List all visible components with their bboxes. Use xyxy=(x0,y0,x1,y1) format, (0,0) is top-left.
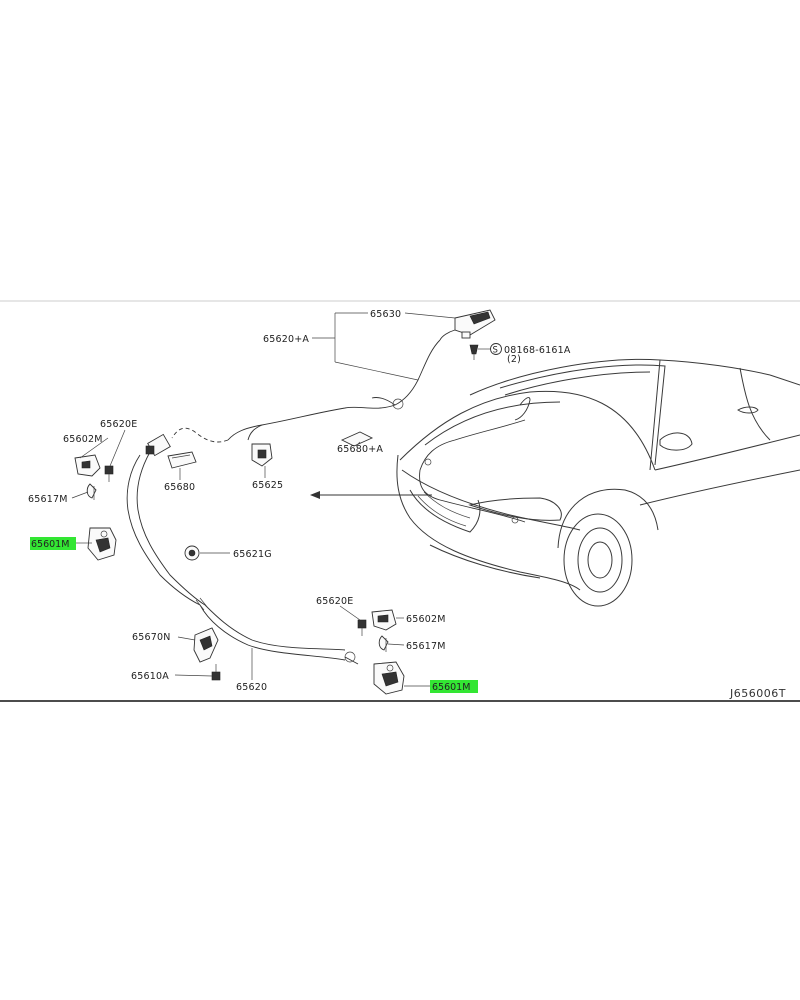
part-65625-clip xyxy=(251,443,273,467)
part-65601M-right xyxy=(373,661,405,695)
label-65617M-left: 65617M xyxy=(28,494,68,505)
part-65630-opener xyxy=(454,309,496,339)
part-65680A-pad xyxy=(340,431,374,447)
label-65680A: 65680+A xyxy=(337,444,383,455)
label-65620: 65620 xyxy=(236,682,267,693)
highlight-65601M-right xyxy=(430,680,478,693)
part-65617M-right xyxy=(378,635,389,652)
label-65602M-left: 65602M xyxy=(63,434,103,445)
part-08168-screw xyxy=(469,344,479,360)
cable-end-bottom xyxy=(344,651,359,665)
label-65670N: 65670N xyxy=(132,632,171,643)
label-65617M-right: 65617M xyxy=(406,641,446,652)
car-illustration xyxy=(396,358,800,607)
part-65620E-top xyxy=(104,465,114,482)
part-65617M-left xyxy=(86,483,97,500)
label-65621G: 65621G xyxy=(233,549,272,560)
label-08168-6161A: 08168-6161A xyxy=(504,345,571,356)
label-65625: 65625 xyxy=(252,480,283,491)
part-65602M-left xyxy=(74,454,101,477)
screw-symbol-icon: S xyxy=(490,343,502,356)
label-65601M-left: 65601M xyxy=(31,539,69,550)
part-65621G-grommet xyxy=(184,545,200,561)
part-65610A-bolt xyxy=(211,664,221,681)
part-65602M-right xyxy=(371,609,397,631)
part-65620E-bottom xyxy=(357,619,367,636)
label-65620E-bottom: 65620E xyxy=(316,596,353,607)
part-65670N-striker xyxy=(193,627,219,663)
hood-release-cable xyxy=(126,329,456,661)
part-65601M-left xyxy=(87,527,117,561)
label-65680: 65680 xyxy=(164,482,195,493)
label-65620A: 65620+A xyxy=(263,334,309,345)
label-08168-quantity: (2) xyxy=(507,354,521,365)
svg-text:S: S xyxy=(493,346,499,356)
highlight-65601M-left xyxy=(30,537,76,550)
label-65610A: 65610A xyxy=(131,671,169,682)
part-65680-plate xyxy=(167,451,197,469)
label-65620E-top: 65620E xyxy=(100,419,137,430)
label-65601M-right: 65601M xyxy=(432,682,470,693)
location-arrow xyxy=(310,491,432,499)
label-65630: 65630 xyxy=(370,309,401,320)
leader-lines xyxy=(71,312,490,687)
cable-connector xyxy=(145,433,171,457)
diagram-reference-code: J656006T xyxy=(729,687,786,700)
label-65602M-right: 65602M xyxy=(406,614,446,625)
